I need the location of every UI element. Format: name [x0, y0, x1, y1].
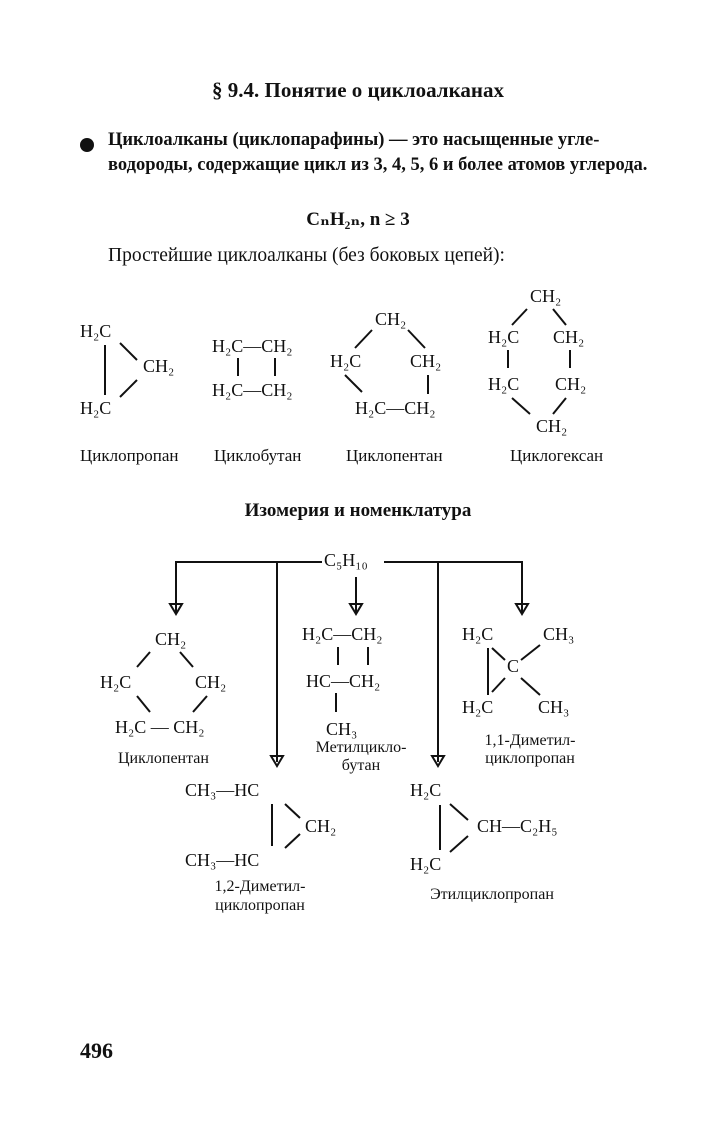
svg-text:CH₂: CH₂ — [410, 351, 441, 371]
svg-text:CH₂: CH₂ — [536, 416, 567, 436]
svg-text:CH₂: CH₂ — [143, 356, 174, 376]
cyclopentane-structure: CH₂ H₂C CH₂ H₂C—CH₂ — [330, 309, 441, 418]
svg-text:H₂C: H₂C — [410, 780, 441, 800]
name-cyclopentane: Циклопентан — [346, 446, 443, 465]
label-ethylcyclopropane: Этилциклопропан — [430, 886, 554, 903]
svg-text:CH₃: CH₃ — [326, 719, 357, 739]
label-12-dimethyl-1: 1,2-Диметил- — [214, 878, 306, 895]
svg-text:H₂C: H₂C — [410, 854, 441, 874]
bullet-icon — [80, 138, 94, 152]
name-cyclopropane: Циклопропан — [80, 446, 179, 465]
section-title: § 9.4. Понятие о циклоалканах — [212, 78, 504, 102]
svg-text:H₂C—CH₂: H₂C—CH₂ — [212, 336, 293, 356]
svg-text:CH₃—HC: CH₃—HC — [185, 850, 259, 870]
svg-text:CH₂: CH₂ — [375, 309, 406, 329]
svg-text:H₂C — CH₂: H₂C — CH₂ — [115, 717, 205, 737]
svg-text:H₂C: H₂C — [80, 398, 111, 418]
svg-text:H₂C: H₂C — [100, 672, 131, 692]
svg-text:H₂C—CH₂: H₂C—CH₂ — [355, 398, 436, 418]
svg-text:H₂C: H₂C — [330, 351, 361, 371]
cyclohexane-structure: CH₂ H₂C CH₂ H₂C CH₂ CH₂ — [488, 286, 586, 436]
svg-text:CH—C₂H₅: CH—C₂H₅ — [477, 816, 558, 836]
label-11-dimethyl-2: циклопропан — [485, 750, 575, 767]
svg-text:H₂C: H₂C — [462, 697, 493, 717]
isomer-methylcyclobutane-structure: H₂C—CH₂ HC—CH₂ CH₃ — [302, 624, 383, 739]
isomer-root-formula: C₅H₁₀ — [324, 550, 368, 570]
svg-text:CH₃: CH₃ — [538, 697, 569, 717]
name-cyclohexane: Циклогексан — [510, 446, 604, 465]
svg-text:CH₂: CH₂ — [155, 629, 186, 649]
label-11-dimethyl-1: 1,1-Диметил- — [484, 732, 576, 749]
name-cyclobutane: Циклобутан — [214, 446, 302, 465]
svg-text:CH₂: CH₂ — [305, 816, 336, 836]
label-methylcyclobutane-1: Метилцикло- — [315, 739, 407, 756]
isomer-tree-lines — [168, 561, 530, 768]
svg-text:H₂C: H₂C — [488, 374, 519, 394]
svg-text:CH₂: CH₂ — [195, 672, 226, 692]
page-number: 496 — [80, 1038, 113, 1063]
svg-text:CH₂: CH₂ — [555, 374, 586, 394]
definition-text: Циклоалканы (циклопарафины) — это насыще… — [108, 130, 648, 175]
svg-text:H₂C: H₂C — [80, 321, 111, 341]
svg-text:H₂C: H₂C — [488, 327, 519, 347]
svg-text:CH₂: CH₂ — [530, 286, 561, 306]
label-isomer-cyclopentane: Циклопентан — [118, 750, 209, 767]
simple-cycloalkanes-intro: Простейшие циклоалканы (без боковых цепе… — [108, 245, 505, 266]
svg-text:CH₂: CH₂ — [553, 327, 584, 347]
isomer-11-dimethylcyclopropane-structure: H₂C CH₃ C H₂C CH₃ — [462, 624, 574, 717]
svg-text:H₂C—CH₂: H₂C—CH₂ — [212, 380, 293, 400]
svg-text:CH₃—HC: CH₃—HC — [185, 780, 259, 800]
cyclopropane-structure: H₂C CH₂ H₂C — [80, 321, 174, 418]
svg-text:H₂C: H₂C — [462, 624, 493, 644]
cyclobutane-structure: H₂C—CH₂ H₂C—CH₂ — [212, 336, 293, 400]
svg-text:C: C — [507, 656, 519, 676]
isomer-cyclopentane-structure: CH₂ H₂C CH₂ H₂C — CH₂ — [100, 629, 226, 737]
isomer-12-dimethylcyclopropane-structure: CH₃—HC CH₂ CH₃—HC — [185, 780, 336, 870]
svg-text:HC—CH₂: HC—CH₂ — [306, 671, 380, 691]
svg-text:CH₃: CH₃ — [543, 624, 574, 644]
svg-text:H₂C—CH₂: H₂C—CH₂ — [302, 624, 383, 644]
general-formula: CₙH₂ₙ, n ≥ 3 — [306, 209, 410, 230]
label-12-dimethyl-2: циклопропан — [215, 897, 305, 914]
label-methylcyclobutane-2: бутан — [341, 757, 381, 774]
isomerism-title: Изомерия и номенклатура — [244, 500, 472, 521]
isomer-ethylcyclopropane-structure: H₂C CH—C₂H₅ H₂C — [410, 780, 558, 874]
